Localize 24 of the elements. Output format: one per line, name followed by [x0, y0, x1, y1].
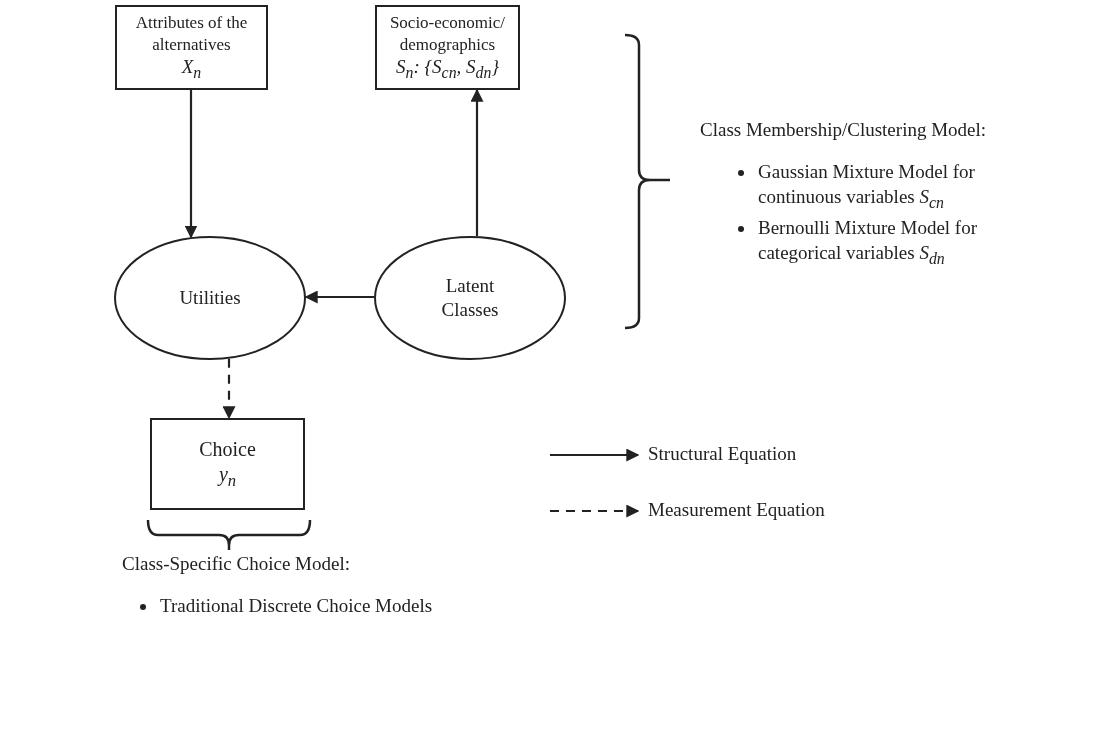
- node-label: Latent Classes: [440, 274, 500, 322]
- node-label: Attributes of the alternatives: [134, 12, 249, 55]
- variable-box: [375, 5, 520, 90]
- arrow: [470, 88, 484, 237]
- arrow: [184, 90, 198, 239]
- legend-label: Structural Equation: [648, 443, 797, 465]
- variable-box: [150, 418, 305, 510]
- node-label: Socio-economic/ demographics: [388, 12, 507, 55]
- heading-text: Class Membership/Clustering Model:: [700, 118, 987, 142]
- math-symbol: X$_{n}$: [181, 54, 202, 83]
- node-label: Choice: [199, 436, 256, 462]
- bullet-text: Bernoulli Mixture Model for categorical variables S$_{dn}$: [758, 216, 978, 269]
- arrow: [222, 358, 236, 420]
- variable-ellipse: [114, 236, 306, 360]
- variable-box: [115, 5, 268, 90]
- math-symbol: y$_{n}$: [218, 461, 237, 492]
- bullet-text: Gaussian Mixture Model for continuous variables S$_{cn}$: [758, 160, 976, 213]
- heading-text: Class-Specific Choice Model:: [122, 552, 350, 576]
- arrow: [304, 290, 374, 304]
- variable-ellipse: [374, 236, 566, 360]
- math-symbol: S$_{n}$: {S$_{cn}$, S$_{dn}$}: [396, 54, 499, 83]
- legend-label: Measurement Equation: [648, 499, 825, 521]
- bullet-text: Traditional Discrete Choice Models: [160, 594, 433, 618]
- node-label: Utilities: [179, 286, 241, 310]
